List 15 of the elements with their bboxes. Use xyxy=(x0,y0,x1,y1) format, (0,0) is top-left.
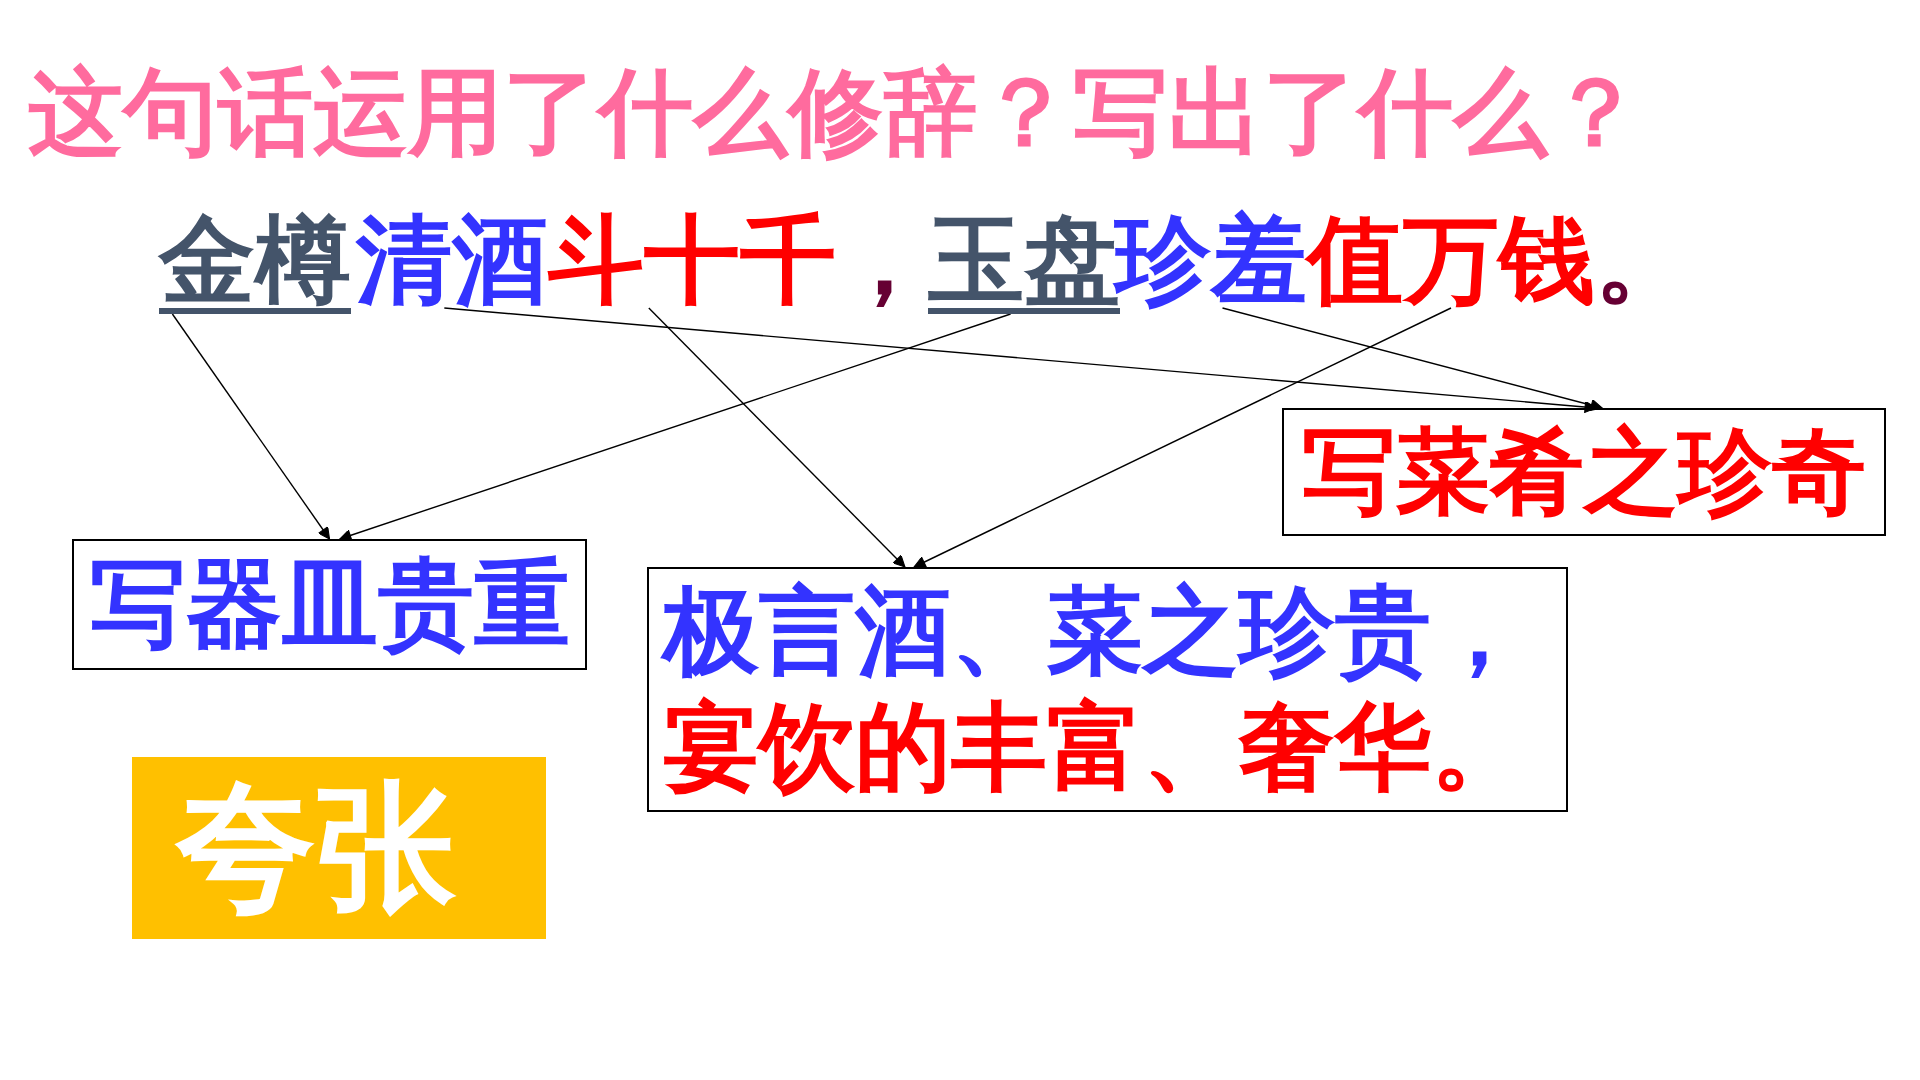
text-box: 写菜肴之珍奇 xyxy=(1282,408,1886,536)
text-box xyxy=(647,567,1568,812)
title: 这句话运用了什么修辞？写出了什么？ xyxy=(28,60,1643,165)
sentence-phrase: 斗十千 xyxy=(548,212,836,308)
text-box: 写器皿贵重 xyxy=(72,539,587,670)
explanation-text: 宴饮的丰富、奢华。 xyxy=(663,689,1527,805)
punctuation: 。 xyxy=(1595,212,1691,308)
arrow xyxy=(648,307,906,568)
arrow xyxy=(339,313,1012,542)
arrow xyxy=(1221,307,1603,412)
arrow xyxy=(171,313,331,540)
highlight-box: 夸张 xyxy=(132,757,546,939)
arrow xyxy=(913,307,1452,568)
sentence-phrase: 清酒 xyxy=(356,212,548,308)
sentence-phrase: 金樽 xyxy=(159,212,351,314)
